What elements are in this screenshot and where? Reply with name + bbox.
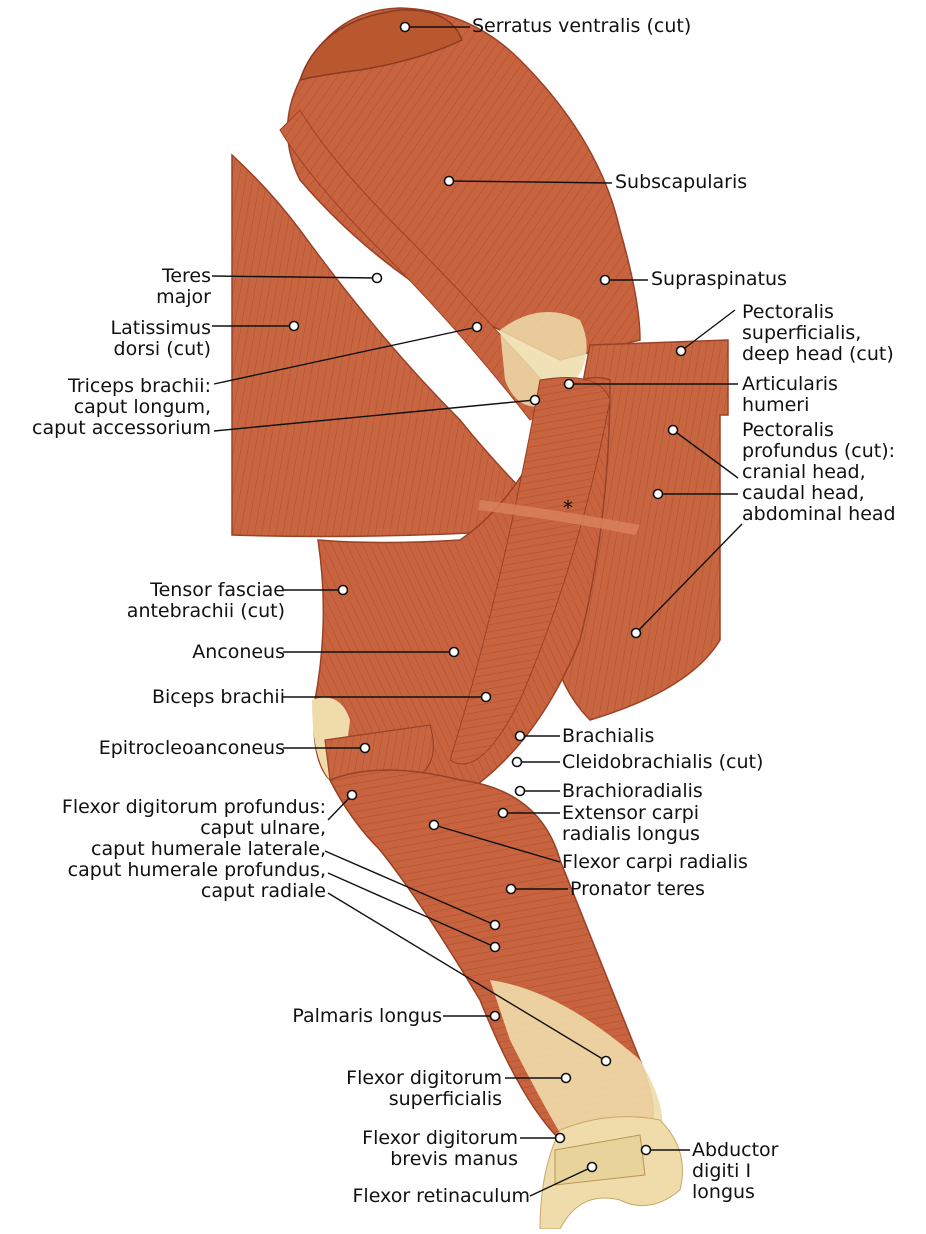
label-serratus-ventralis: Serratus ventralis (cut) [472, 15, 692, 37]
cut-asterisk: * [563, 496, 573, 520]
label-flexor-retinaculum: Flexor retinaculum [352, 1185, 530, 1207]
label-extensor-carpi: Extensor carpi radialis longus [562, 802, 700, 845]
distal-tendons [490, 980, 663, 1150]
label-articularis-humeri: Articularis humeri [742, 373, 838, 416]
label-pronator-teres: Pronator teres [570, 878, 705, 900]
leader-dots [288, 21, 687, 1173]
label-anconeus: Anconeus [192, 641, 285, 663]
label-teres-major: Teres major [156, 265, 211, 308]
subscapularis-shape [286, 7, 641, 361]
label-triceps-brachii: Triceps brachii: caput longum, caput acc… [32, 375, 211, 439]
label-epitrocleoanconeus: Epitrocleoanconeus [98, 737, 285, 759]
label-subscapularis: Subscapularis [615, 171, 748, 193]
label-flexor-digitorum-profundus: Flexor digitorum profundus: caput ulnare… [61, 796, 326, 902]
label-flexor-carpi-radialis: Flexor carpi radialis [562, 851, 748, 873]
label-flexor-digitorum-brevis: Flexor digitorum brevis manus [362, 1127, 518, 1170]
label-biceps-brachii: Biceps brachii [151, 686, 285, 708]
label-cleidobrachialis: Cleidobrachialis (cut) [562, 751, 764, 773]
leader-lines [211, 26, 743, 1197]
retinaculum-band [554, 1134, 646, 1186]
label-supraspinatus: Supraspinatus [651, 268, 787, 290]
label-brachialis: Brachialis [562, 725, 655, 747]
label-pectoralis-profundus: Pectoralis profundus (cut): cranial head… [742, 419, 896, 525]
latissimus-dorsi-shape [231, 153, 562, 538]
label-abductor-digiti: Abductor digiti I longus [692, 1139, 779, 1203]
biceps-band [449, 377, 611, 765]
label-palmaris-longus: Palmaris longus [292, 1005, 442, 1027]
label-latissimus-dorsi: Latissimus dorsi (cut) [110, 317, 211, 360]
label-tensor-fasciae: Tensor fasciae antebrachii (cut) [126, 579, 285, 622]
label-pectoralis-superficialis: Pectoralis superficialis, deep head (cut… [742, 301, 894, 365]
label-flexor-digitorum-superficialis: Flexor digitorum superficialis [346, 1067, 502, 1110]
label-brachioradialis: Brachioradialis [562, 780, 703, 802]
cut-band [478, 500, 640, 535]
